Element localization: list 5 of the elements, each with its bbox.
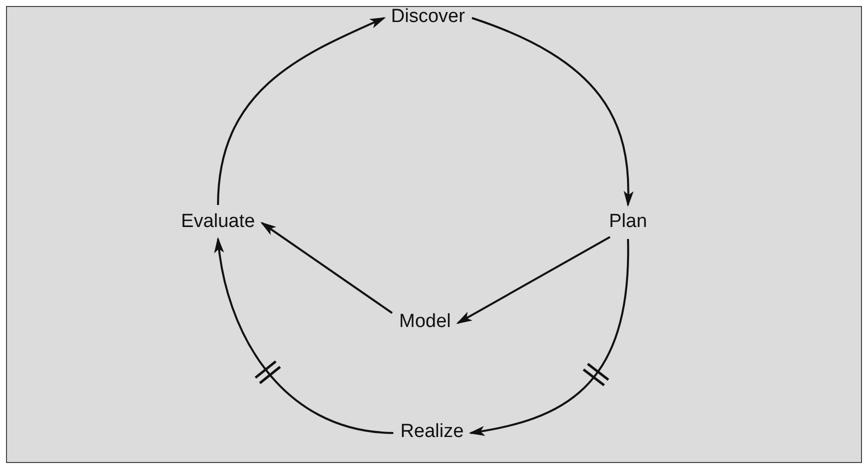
stage-label: Realize xyxy=(397,419,467,445)
stage-label: Evaluate xyxy=(178,209,258,235)
stage-label: Plan xyxy=(606,209,650,235)
stage-label: Discover xyxy=(388,4,468,30)
stage-label: Model xyxy=(396,309,454,335)
